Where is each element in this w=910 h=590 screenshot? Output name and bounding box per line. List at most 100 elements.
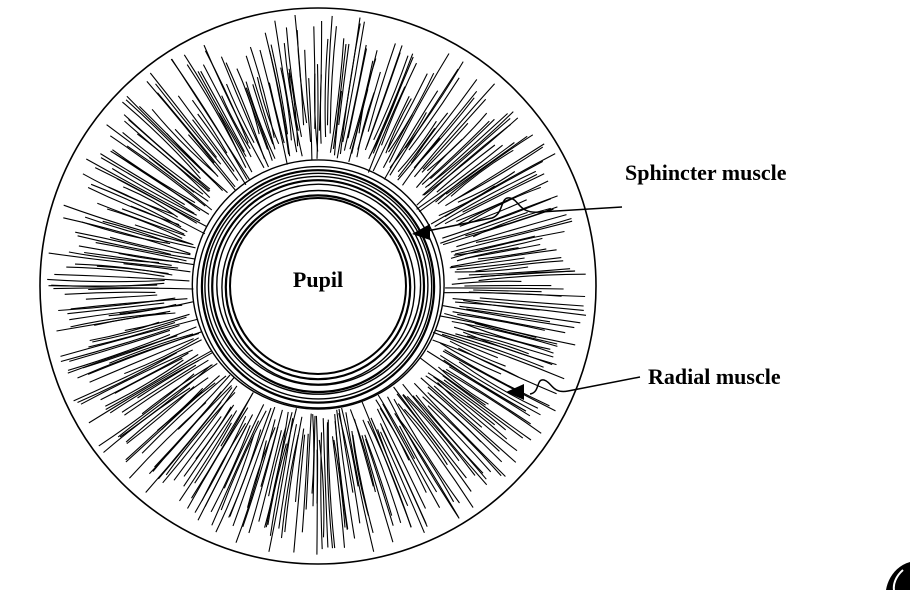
radial-fiber xyxy=(364,434,393,516)
radial-fiber xyxy=(125,377,209,443)
radial-fiber xyxy=(187,134,236,191)
radial-fiber xyxy=(56,310,171,332)
radial-fiber xyxy=(404,61,464,149)
radial-fiber xyxy=(203,44,265,169)
radial-fiber xyxy=(68,251,160,264)
radial-fiber xyxy=(327,419,336,549)
radial-fiber xyxy=(433,385,483,428)
sphincter-ring xyxy=(207,175,429,395)
radial-fiber xyxy=(105,354,199,410)
radial-fiber xyxy=(333,439,346,528)
radial-fiber xyxy=(165,392,236,476)
radial-fiber xyxy=(454,235,536,255)
radial-fiber xyxy=(245,55,276,150)
radial-fiber xyxy=(435,329,544,368)
radial-fiber xyxy=(119,301,194,315)
radial-fiber xyxy=(462,331,557,366)
radial-fiber xyxy=(379,431,425,534)
radial-fiber xyxy=(97,202,186,237)
radial-fiber xyxy=(305,413,312,510)
radial-fiber xyxy=(186,64,247,168)
radial-fiber xyxy=(274,20,298,153)
radial-fiber xyxy=(121,208,185,235)
radial-fiber xyxy=(404,408,448,466)
radial-fiber xyxy=(453,237,543,256)
radial-fiber xyxy=(336,409,356,539)
radial-fiber xyxy=(192,119,239,181)
radial-fiber xyxy=(268,418,294,552)
radial-fiber xyxy=(413,382,506,477)
sphincter-ring xyxy=(196,165,441,409)
radial-fiber xyxy=(426,350,527,412)
radial-fiber xyxy=(77,352,178,404)
radial-fiber xyxy=(408,77,460,151)
radial-fiber xyxy=(388,53,450,163)
radial-fiber xyxy=(280,434,299,539)
radial-fiber xyxy=(333,90,343,156)
radial-fiber xyxy=(420,357,486,406)
radial-fiber xyxy=(421,122,469,173)
radial-fiber xyxy=(221,95,251,150)
radial-fiber xyxy=(267,443,287,525)
radial-fiber xyxy=(455,333,553,366)
radial-fiber xyxy=(109,236,191,256)
radial-fiber xyxy=(332,44,347,149)
radial-fiber xyxy=(288,72,303,157)
radial-fiber xyxy=(319,74,322,144)
radial-fiber xyxy=(397,120,437,173)
radial-fiber xyxy=(352,434,374,534)
radial-fiber xyxy=(63,217,191,255)
radial-fiber xyxy=(464,323,551,350)
radial-fiber xyxy=(383,90,439,180)
radial-fiber xyxy=(413,83,496,178)
radial-fiber xyxy=(389,68,459,176)
radial-fiber xyxy=(416,123,512,206)
radial-fiber xyxy=(393,398,460,504)
radial-fiber xyxy=(197,113,247,186)
radial-fiber xyxy=(402,137,441,186)
radial-fiber xyxy=(338,43,350,126)
radial-fiber xyxy=(442,369,542,434)
radial-fiber xyxy=(402,394,467,479)
radial-fiber xyxy=(86,158,201,222)
radial-fiber xyxy=(345,412,375,552)
radial-label: Radial muscle xyxy=(648,364,781,389)
radial-fiber xyxy=(124,359,209,416)
radial-fiber xyxy=(427,386,500,452)
radial-fiber xyxy=(478,273,586,282)
radial-fiber xyxy=(380,62,417,146)
radial-fiber xyxy=(456,257,562,271)
radial-fiber xyxy=(220,56,270,168)
radial-fiber xyxy=(444,173,545,225)
radial-fiber xyxy=(145,387,233,493)
radial-fiber xyxy=(218,112,253,173)
sphincter-label: Sphincter muscle xyxy=(625,160,787,185)
radial-fiber xyxy=(397,403,474,508)
radial-fiber xyxy=(379,407,427,493)
radial-fiber xyxy=(67,333,171,371)
radial-fiber xyxy=(105,359,184,407)
radial-fiber xyxy=(445,368,532,425)
radial-fiber xyxy=(173,416,222,481)
radial-fiber xyxy=(387,73,428,149)
radial-fiber xyxy=(450,149,514,197)
radial-fiber xyxy=(171,58,251,181)
radial-fiber xyxy=(228,429,262,518)
radial-fiber xyxy=(442,208,554,246)
radial-fiber xyxy=(341,407,359,487)
radial-fiber xyxy=(235,440,267,543)
radial-fiber xyxy=(433,376,496,426)
radial-fiber xyxy=(406,396,476,476)
radial-fiber xyxy=(149,391,222,475)
radial-fiber xyxy=(362,419,402,524)
radial-fiber xyxy=(388,72,435,153)
radial-fiber xyxy=(84,251,172,266)
radial-leader-line xyxy=(529,376,641,395)
radial-fiber xyxy=(100,153,185,206)
radial-fiber xyxy=(81,221,171,245)
radial-fiber xyxy=(225,83,255,143)
radial-fiber xyxy=(475,217,572,243)
radial-fiber xyxy=(210,425,251,513)
sphincter-ring xyxy=(200,169,436,404)
radial-fiber xyxy=(66,266,165,277)
